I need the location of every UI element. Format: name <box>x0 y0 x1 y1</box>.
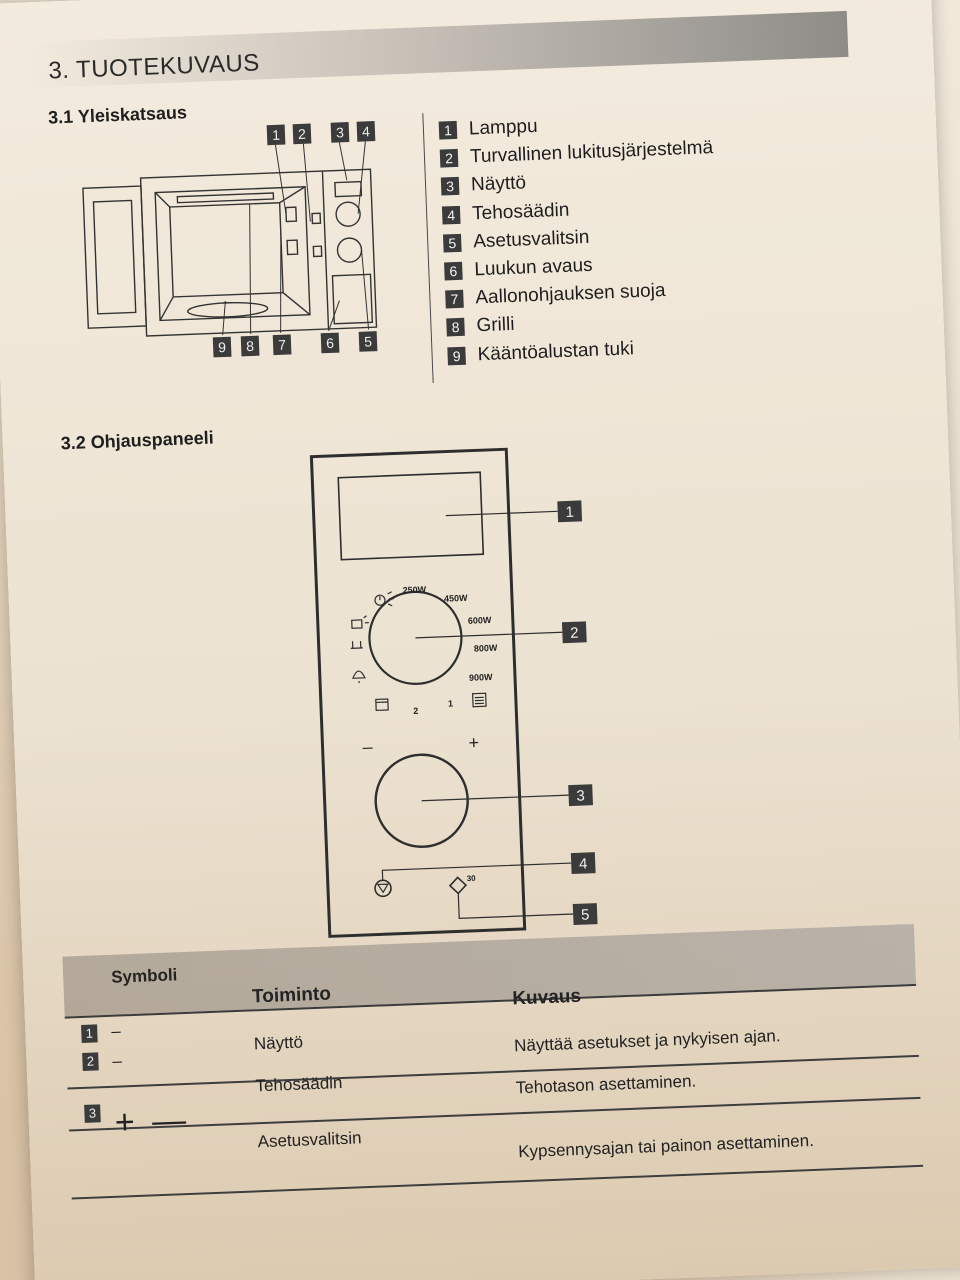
row-number: 1 <box>81 1024 98 1043</box>
callout-badge: 7 <box>272 334 292 356</box>
table-row: 3 + — Asetusvalitsin Kypsennysajan tai p… <box>0 0 930 1161</box>
panel-callout: 1 <box>557 500 583 523</box>
callout-text: 1 <box>272 127 281 143</box>
row-function: Tehosäädin <box>255 1073 343 1096</box>
legend-number: 1 <box>438 121 458 140</box>
legend-number: 2 <box>439 149 459 168</box>
dial-mark: 1 <box>448 698 453 708</box>
power-level-label: 250W <box>402 584 426 595</box>
dial-mark: 2 <box>413 706 418 716</box>
callout-text: 6 <box>326 335 335 351</box>
door-outline <box>82 185 147 329</box>
defrost-weight-icon <box>351 615 369 629</box>
legend-label: Grilli <box>476 314 515 337</box>
bell-icon <box>352 670 366 684</box>
callout-text: 7 <box>278 337 287 353</box>
legend-number: 5 <box>442 233 462 253</box>
defrost-icon <box>350 640 363 649</box>
row-description: Kypsennysajan tai painon asettaminen. <box>517 1130 815 1162</box>
legend-number: 4 <box>441 205 461 225</box>
callout-badge: 3 <box>330 122 350 143</box>
row-description: Tehotason asettaminen. <box>515 1071 697 1098</box>
callout-badge: 1 <box>266 124 286 146</box>
callout-badge: 5 <box>358 331 378 352</box>
oven-icon <box>375 698 389 712</box>
callout-text: 4 <box>362 123 371 139</box>
panel-callout-text: 3 <box>576 787 585 804</box>
callout-badge: 2 <box>292 123 312 145</box>
callout-badge: 6 <box>320 332 340 354</box>
row-number: 2 <box>82 1052 99 1071</box>
power-level-label: 900W <box>469 672 493 683</box>
oven-body-outline <box>139 168 378 337</box>
callout-text: 2 <box>298 126 307 142</box>
panel-callout-text: 4 <box>579 855 588 872</box>
dial-upper <box>335 201 361 227</box>
row-symbol: – <box>110 1021 122 1041</box>
legend-divider <box>422 113 434 384</box>
legend-number: 7 <box>445 290 464 309</box>
callout-text: 9 <box>218 339 227 355</box>
legend-number: 8 <box>446 318 465 337</box>
header-description: Kuvaus <box>511 985 582 1010</box>
panel-callout-text: 1 <box>565 504 574 521</box>
section-title-control-panel: 3.2 Ohjauspaneeli <box>60 427 215 454</box>
legend-label: Aallonohjauksen suoja <box>475 280 666 309</box>
legend-label: Asetusvalitsin <box>472 226 590 253</box>
table-bottom-line <box>71 1164 924 1199</box>
plus-sign: + <box>468 733 479 753</box>
callout-badge: 4 <box>356 121 376 142</box>
legend-number: 9 <box>447 346 466 366</box>
row-symbol-plus-minus-icon: + — <box>114 1100 191 1142</box>
header-function: Toiminto <box>251 983 332 1008</box>
microwave-overview-diagram: 1 2 3 4 9 8 7 6 5 <box>82 121 378 358</box>
callout-text: 3 <box>336 124 345 140</box>
display-window <box>337 471 485 561</box>
table-row: 2 – Tehosäädin Tehotason asettaminen. <box>0 0 930 1097</box>
row-function: Näyttö <box>253 1032 304 1054</box>
panel-callout-text: 2 <box>570 625 579 642</box>
defrost-timer-icon <box>374 591 394 607</box>
row-number: 3 <box>84 1104 101 1123</box>
panel-callout: 5 <box>572 903 598 926</box>
legend-number: 3 <box>440 177 460 197</box>
callout-text: 8 <box>246 338 255 354</box>
stop-button-icon <box>374 879 392 898</box>
row-function: Asetusvalitsin <box>257 1128 362 1152</box>
panel-outline <box>309 447 527 938</box>
row-divider <box>69 1096 921 1132</box>
legend-label: Luukun avaus <box>473 254 593 281</box>
overview-callouts-bottom: 9 8 7 6 5 <box>212 331 378 358</box>
legend-label: Tehosäädin <box>471 199 570 225</box>
header-symbol: Symboli <box>110 965 178 987</box>
row-divider <box>67 1054 919 1090</box>
row-symbol: – <box>112 1051 123 1071</box>
power-level-label: 600W <box>468 615 492 626</box>
panel-callout: 2 <box>561 621 587 644</box>
panel-callout: 3 <box>568 784 593 807</box>
panel-callout-text: 5 <box>581 906 590 923</box>
table-row: 1 – Näyttö Näyttää asetukset ja nykyisen… <box>0 0 930 1055</box>
callout-badge: 8 <box>240 335 260 357</box>
legend-label: Näyttö <box>470 172 527 196</box>
row-description: Näyttää asetukset ja nykyisen ajan. <box>513 1026 781 1056</box>
panel-callout: 4 <box>570 852 596 875</box>
legend-number: 6 <box>444 261 463 281</box>
legend-label: Lamppu <box>468 115 538 140</box>
power-level-label: 450W <box>444 593 468 604</box>
callout-badge: 9 <box>212 336 232 358</box>
minus-sign: – <box>362 737 373 757</box>
dial-lower <box>336 237 363 263</box>
power-level-label: 800W <box>474 643 498 654</box>
control-panel-diagram: 250W 450W 600W 800W 900W 2 1 – + 30 1 2 … <box>309 447 598 938</box>
callout-text: 5 <box>364 333 373 349</box>
legend-label: Kääntöalustan tuki <box>477 337 635 365</box>
overview-callouts-top: 1 2 3 4 <box>266 121 376 146</box>
grill-icon <box>472 692 487 708</box>
start-plus-30-label: 30 <box>467 874 477 883</box>
start-button-icon <box>448 876 468 895</box>
